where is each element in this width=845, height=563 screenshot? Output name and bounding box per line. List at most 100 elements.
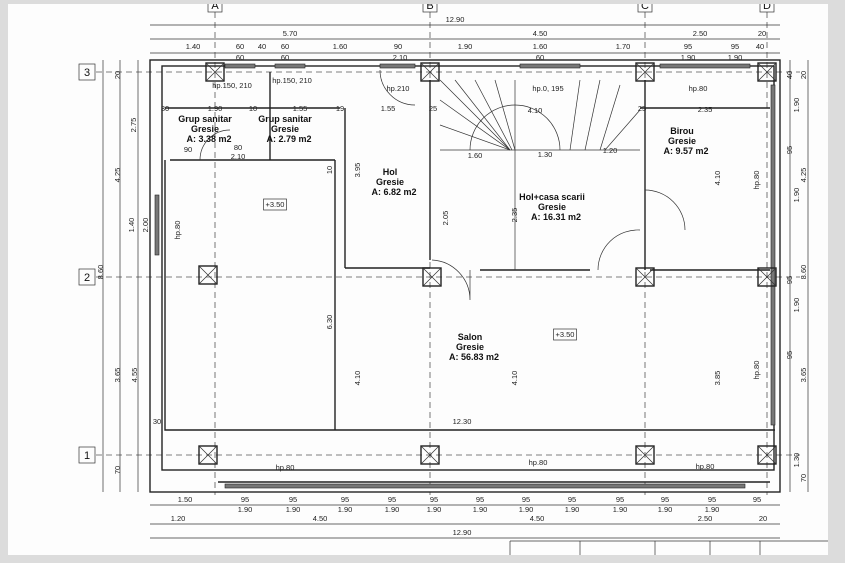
dimension-label: 1.90 [792,98,801,113]
column [420,62,440,82]
room-area: A: 3.38 m2 [186,134,231,144]
windows [154,63,776,489]
dimension-label: 40 [785,71,794,79]
dimension-label: 3.65 [113,368,122,383]
grid-axis-label: B [426,4,433,12]
dimension-label: 12.30 [453,417,472,426]
dimension-label: 8.60 [799,265,808,280]
grid-axis-row-marker: 2 [78,268,96,286]
dimension-label: 95 [341,495,349,504]
dimension-label: hp.0, 195 [532,84,563,93]
dimension-label: 3.65 [799,368,808,383]
level-marker-box [263,198,287,211]
dimension-label: 1.90 [238,505,253,514]
dimension-label: hp.80 [529,458,548,467]
column [198,265,218,285]
dimension-label: 4.50 [313,514,328,523]
dimension-label: 95 [785,146,794,154]
grid-axis-column-marker: B [422,4,438,13]
dimension-label: 1.60 [333,42,348,51]
dimension-label: 1.55 [381,104,396,113]
dimension-label: 1.20 [171,514,186,523]
dimension-label: hp.150, 210 [212,81,252,90]
room-area: A: 16.31 m2 [531,212,581,222]
column [757,267,777,287]
room-name: Hol [383,167,398,177]
dimension-label: hp.150, 210 [272,76,312,85]
dimension-label: 12.90 [446,15,465,24]
dimension-label: hp.210 [387,84,410,93]
dimension-label: 1.90 [705,505,720,514]
dimension-label: 25 [638,104,646,113]
room-finish: Gresie [456,342,484,352]
dimension-label: hp.80 [173,221,182,240]
column [757,445,777,465]
dimension-label: 1.30 [792,453,801,468]
dimension-label: 90 [394,42,402,51]
dimension-label: 4.55 [130,368,139,383]
dimension-label: 4.25 [799,168,808,183]
room-name: Grup sanitar [258,114,312,124]
dimension-label: 2.10 [231,152,246,161]
dimension-label: 60 [536,53,544,62]
dimension-label: 12.90 [453,528,472,537]
dimension-label: hp.80 [276,463,295,472]
dimension-label: 95 [785,351,794,359]
grid-axis-column-marker: D [759,4,775,13]
column [635,445,655,465]
grid-axis-label: D [763,4,771,12]
grid-axis-label: A [211,4,219,12]
dimension-label: 1.90 [519,505,534,514]
column [420,445,440,465]
dimension-label: 90 [184,145,192,154]
dimension-label: 1.60 [468,151,483,160]
column [205,62,225,82]
dimension-label: 95 [661,495,669,504]
dimension-label: 1.90 [473,505,488,514]
dimension-label: 10 [325,166,334,174]
dimension-label: 95 [388,495,396,504]
dimension-label: 1.55 [293,104,308,113]
doors [199,69,686,301]
room-finish: Gresie [668,136,696,146]
dimension-label: 30 [161,104,169,113]
dimension-label: 20 [113,71,122,79]
dimension-label: 6.30 [325,315,334,330]
dimension-label: 2.05 [441,211,450,226]
dimension-label: 95 [684,42,692,51]
dimension-label: 1.90 [208,104,223,113]
room-finish: Gresie [538,202,566,212]
dimension-label: 2.50 [693,29,708,38]
dimension-label: 95 [731,42,739,51]
dimension-label: 2.35 [698,105,713,114]
dimension-label: 70 [113,466,122,474]
structural-columns [198,62,777,465]
dimension-label: 1.90 [385,505,400,514]
column [198,445,218,465]
dimension-label: 4.25 [113,168,122,183]
room-name: Salon [458,332,483,342]
dimension-label: 30 [153,417,161,426]
room-area: A: 2.79 m2 [266,134,311,144]
dimension-label: 4.10 [713,171,722,186]
walls [149,59,781,493]
dimension-label: 10 [249,104,257,113]
column [757,62,777,82]
dimension-label: 95 [289,495,297,504]
dimension-label: 3.85 [713,371,722,386]
dimension-label: 1.90 [458,42,473,51]
grid-axis-row-marker: 1 [78,446,96,464]
dimension-label: 8.60 [96,265,105,280]
dimension-label: 19 [336,104,344,113]
grid-axis-row-marker: 3 [78,63,96,81]
dimension-label: 2.10 [393,53,408,62]
dimension-label: 95 [785,276,794,284]
room-area: A: 9.57 m2 [663,146,708,156]
column [635,62,655,82]
